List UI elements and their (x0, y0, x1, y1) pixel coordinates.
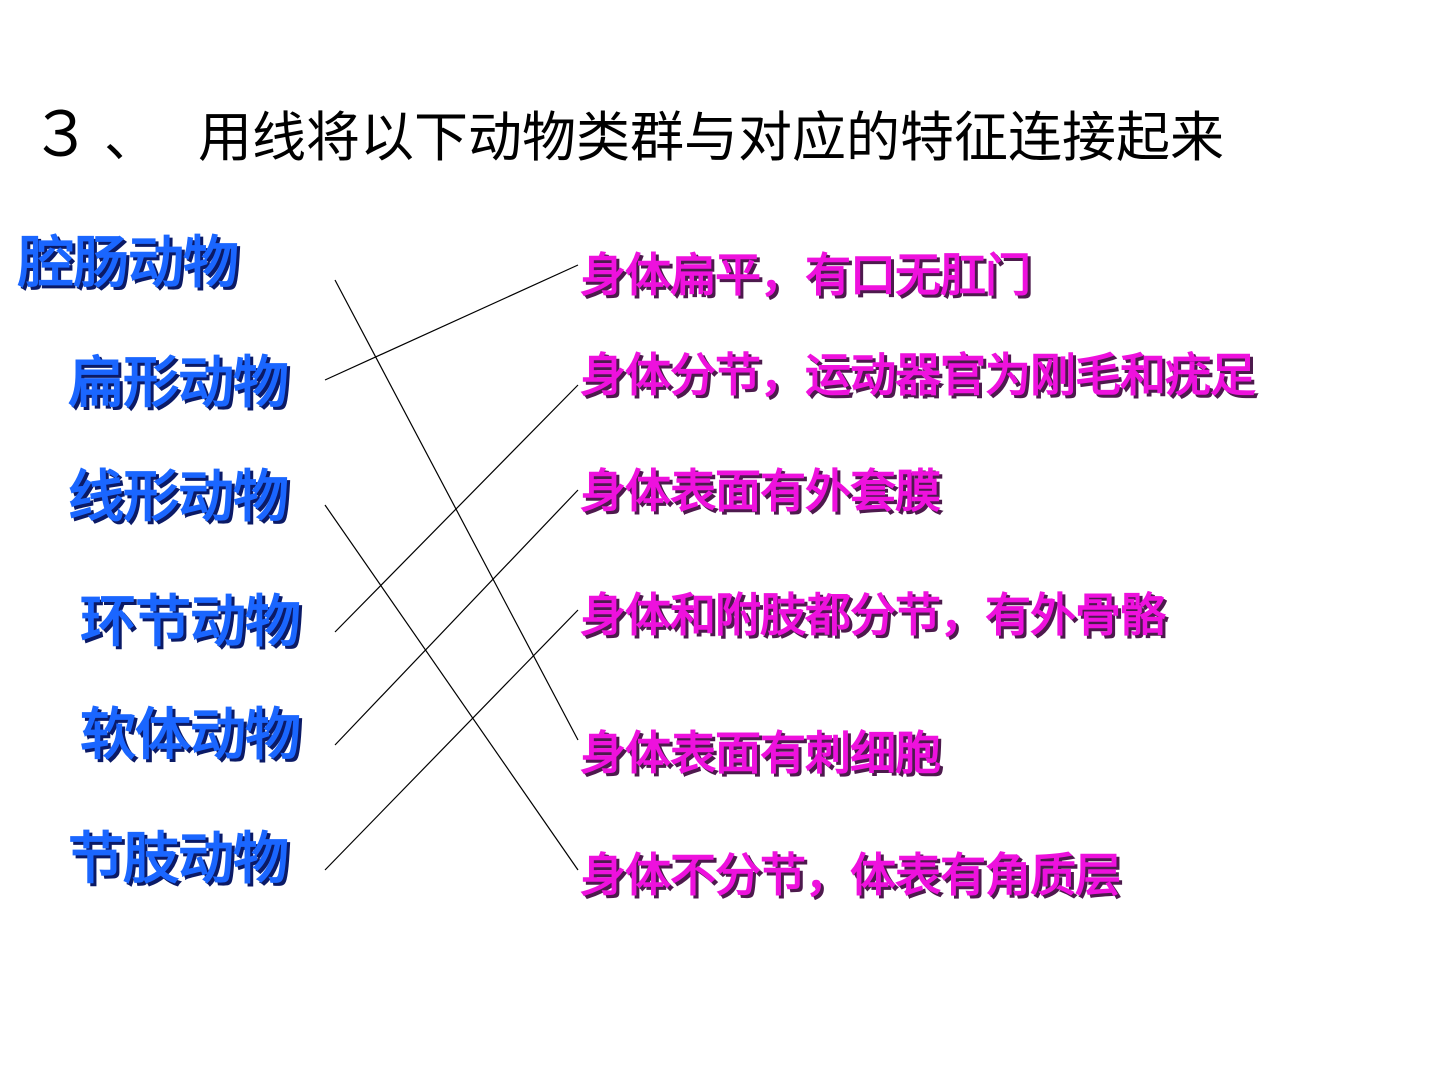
feature-label-segmented-setae[interactable]: 身体分节，运动器官为刚毛和疣足 (580, 348, 1256, 402)
connection-line-coelenterate[interactable] (334, 279, 579, 741)
connection-line-mollusk[interactable] (334, 489, 579, 746)
animal-label-arthropod[interactable]: 节肢动物 (68, 827, 289, 892)
feature-label-mantle[interactable]: 身体表面有外套膜 (580, 464, 941, 518)
feature-label-flat-body[interactable]: 身体扁平，有口无肛门 (580, 248, 1031, 302)
question-text: 用线将以下动物类群与对应的特征连接起来 (198, 106, 1225, 169)
connection-line-flatworm[interactable] (324, 264, 579, 381)
animal-label-mollusk[interactable]: 软体动物 (80, 703, 301, 768)
animal-label-annelid[interactable]: 环节动物 (80, 590, 301, 655)
question-separator: 、 (104, 106, 159, 169)
animal-label-roundworm[interactable]: 线形动物 (68, 465, 289, 530)
feature-label-cnidocytes[interactable]: 身体表面有刺细胞 (580, 726, 941, 780)
animal-label-coelenterate[interactable]: 腔肠动物 (18, 231, 239, 296)
connection-line-arthropod[interactable] (324, 609, 579, 871)
feature-label-cuticle[interactable]: 身体不分节，体表有角质层 (580, 848, 1121, 902)
feature-label-exoskeleton[interactable]: 身体和附肢都分节，有外骨骼 (580, 588, 1166, 642)
animal-label-flatworm[interactable]: 扁形动物 (68, 351, 289, 416)
question-number: ３ (30, 98, 93, 171)
question-title: ３、用线将以下动物类群与对应的特征连接起来 (30, 104, 1224, 166)
connection-line-annelid[interactable] (334, 384, 579, 633)
connection-line-roundworm[interactable] (324, 504, 579, 871)
